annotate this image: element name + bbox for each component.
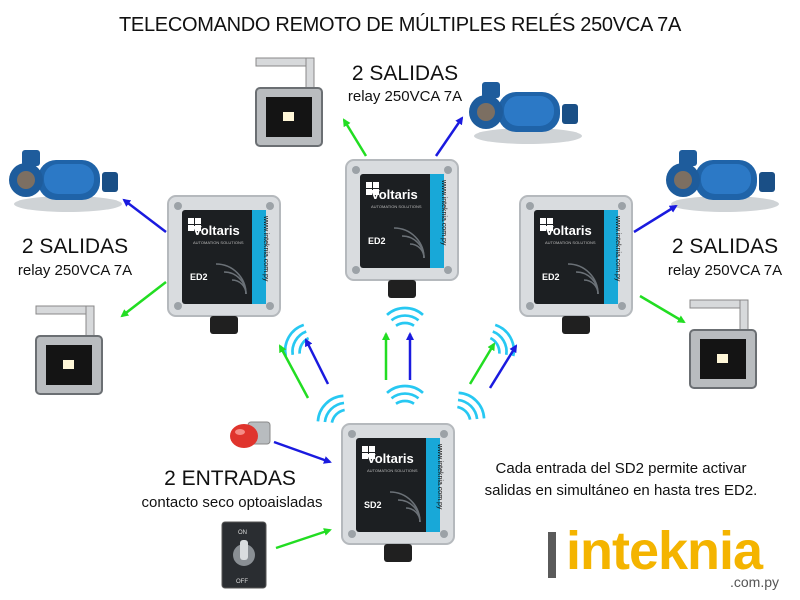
- arrow: [120, 281, 167, 318]
- input-subheading: contacto seco optoaisladas: [141, 494, 323, 511]
- page-title: TELECOMANDO REMOTO DE MÚLTIPLES RELÉS 25…: [119, 14, 681, 36]
- note-line-1: Cada entrada del SD2 permite activar: [495, 460, 747, 477]
- floodlight-icon: [255, 57, 323, 147]
- pump-icon: [469, 82, 582, 144]
- device-url: www.inteknia.com.py: [614, 215, 621, 282]
- floodlight-icon: [35, 305, 103, 395]
- arrow: [488, 344, 518, 389]
- logo-domain: .com.py: [730, 574, 780, 590]
- arrow: [273, 440, 332, 464]
- arrow: [434, 116, 464, 157]
- device-tagline: AUTOMATION SOLUTIONS: [367, 468, 418, 473]
- device-label: ED2: [368, 236, 386, 246]
- arrow: [275, 528, 332, 550]
- device-url: www.inteknia.com.py: [262, 215, 269, 282]
- output-heading-top: 2 SALIDAS: [351, 62, 459, 85]
- switch-on-label: ON: [238, 530, 247, 536]
- output-subheading-left: relay 250VCA 7A: [17, 262, 133, 279]
- push-button-icon: [230, 421, 271, 448]
- device-label: SD2: [364, 500, 382, 510]
- pump-icon: [9, 150, 122, 212]
- arrow: [304, 338, 330, 385]
- arrow: [278, 344, 310, 399]
- output-subheading-right: relay 250VCA 7A: [667, 262, 783, 279]
- logo-bar: [548, 532, 556, 578]
- device-tagline: AUTOMATION SOLUTIONS: [545, 240, 596, 245]
- logo-wordmark: inteknia: [566, 521, 763, 581]
- output-heading-right: 2 SALIDAS: [671, 235, 779, 258]
- arrow: [122, 198, 167, 233]
- arrow: [468, 342, 496, 385]
- pump-icon: [666, 150, 779, 212]
- device-brand: Voltaris: [193, 223, 240, 238]
- device-tagline: AUTOMATION SOLUTIONS: [371, 204, 422, 209]
- arrow: [342, 118, 368, 157]
- device-url: www.inteknia.com.py: [440, 179, 447, 246]
- device-brand: Voltaris: [371, 187, 418, 202]
- device-brand: Voltaris: [545, 223, 592, 238]
- arrow: [633, 204, 678, 234]
- device-label: ED2: [190, 272, 208, 282]
- device-label: ED2: [542, 272, 560, 282]
- note-line-2: salidas en simultáneo en hasta tres ED2.: [484, 482, 758, 499]
- device-tagline: AUTOMATION SOLUTIONS: [193, 240, 244, 245]
- output-subheading-top: relay 250VCA 7A: [347, 88, 463, 105]
- floodlight-icon: [689, 299, 757, 389]
- output-heading-left: 2 SALIDAS: [21, 235, 129, 258]
- arrow: [639, 294, 686, 324]
- wireless-signal-icon: [278, 306, 521, 431]
- device-brand: Voltaris: [367, 451, 414, 466]
- input-heading: 2 ENTRADAS: [164, 467, 296, 490]
- switch-off-label: OFF: [236, 579, 248, 585]
- device-url: www.inteknia.com.py: [436, 443, 443, 510]
- toggle-switch-icon: ON OFF: [221, 521, 267, 589]
